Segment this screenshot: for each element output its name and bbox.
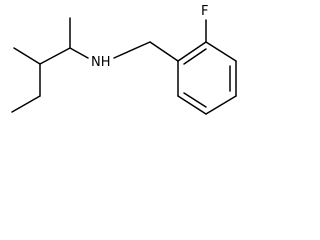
ring-bond-1-2: [177, 41, 207, 62]
bonds: [11, 17, 237, 115]
ring-bond-4-5: [205, 95, 237, 115]
fluorine-label: F: [201, 4, 208, 19]
bond-c2-n: [69, 47, 89, 59]
structure-diagram: NH F: [11, 4, 237, 115]
bond-ch2-ring: [149, 41, 179, 62]
ring-double-3: [183, 92, 207, 108]
bond-c4-c5: [11, 95, 41, 113]
nitrogen-label: NH: [91, 55, 111, 70]
bond-c3-methyl: [13, 47, 41, 65]
ring-double-1: [183, 48, 207, 65]
ring-bond-5-6: [177, 95, 207, 115]
bond-c2-c3: [39, 47, 71, 65]
bond-n-ch2: [113, 41, 151, 59]
ring-bond-2-3: [205, 41, 237, 62]
